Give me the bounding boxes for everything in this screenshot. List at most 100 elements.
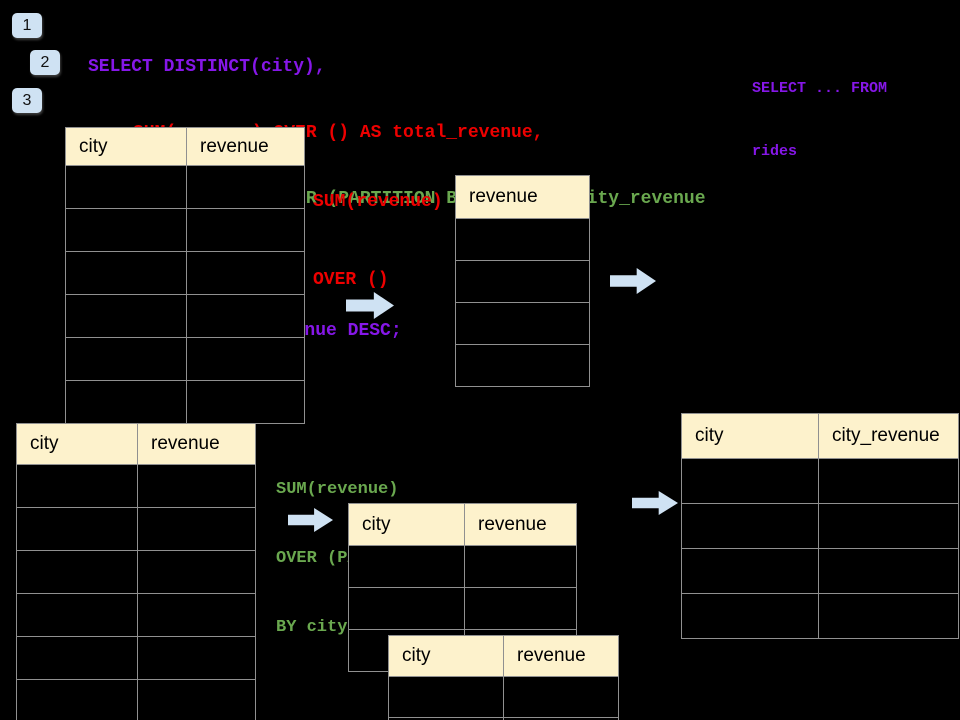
table-cell [818, 594, 958, 638]
sql-side-line-2: rides [752, 143, 798, 160]
table-cell [17, 551, 137, 593]
table-cell [66, 338, 186, 380]
table-cell [137, 594, 255, 636]
step-badge-3-label: 3 [22, 91, 32, 109]
table-rides-source-top: city revenue [65, 127, 305, 424]
column-header-revenue: revenue [464, 504, 576, 545]
table-cell [66, 209, 186, 251]
table-row [17, 679, 255, 720]
annotation-total-window: SUM(revenue) OVER () [313, 137, 443, 345]
step-badge-1: 1 [12, 13, 42, 38]
table-cell [682, 504, 818, 548]
column-header-city: city [682, 414, 818, 458]
table-cell [137, 465, 255, 507]
table-row [389, 676, 618, 717]
table-cell [186, 295, 304, 337]
table-row [66, 208, 304, 251]
table-cell [137, 551, 255, 593]
table-row [389, 717, 618, 720]
table-row [66, 165, 304, 208]
column-header-city-revenue: city_revenue [818, 414, 958, 458]
table-cell [66, 381, 186, 423]
table-header-row: city revenue [66, 128, 304, 165]
table-cell [682, 459, 818, 503]
table-cell [456, 261, 589, 302]
annotation-partition-line-3: BY city) [276, 618, 358, 637]
table-row [349, 545, 576, 587]
table-row [456, 218, 589, 260]
table-row [682, 503, 958, 548]
table-cell [186, 252, 304, 294]
table-cell [682, 594, 818, 638]
table-cell [17, 465, 137, 507]
table-total-revenue-result: revenue [455, 175, 590, 387]
table-cell [349, 546, 464, 587]
table-cell [456, 345, 589, 386]
sql-line-select: SELECT DISTINCT(city), [88, 57, 326, 77]
table-header-row: city revenue [349, 504, 576, 545]
table-row [66, 337, 304, 380]
table-cell [389, 677, 503, 717]
sql-side-note: SELECT ... FROM rides [752, 36, 887, 204]
table-header-row: revenue [456, 176, 589, 218]
table-cell [682, 549, 818, 593]
table-row [682, 458, 958, 503]
table-row [17, 464, 255, 507]
table-cell [186, 166, 304, 208]
table-row [66, 251, 304, 294]
table-row [456, 302, 589, 344]
table-row [682, 593, 958, 638]
column-header-city: city [66, 128, 186, 165]
table-row [456, 344, 589, 386]
table-row [456, 260, 589, 302]
table-cell [186, 338, 304, 380]
table-cell [66, 295, 186, 337]
table-row [17, 550, 255, 593]
table-cell [137, 680, 255, 720]
table-cell [66, 166, 186, 208]
table-cell [818, 504, 958, 548]
table-cell [456, 219, 589, 260]
table-city-revenue-result: city city_revenue [681, 413, 959, 639]
step-badge-1-label: 1 [22, 16, 32, 34]
column-header-revenue: revenue [456, 176, 589, 218]
table-cell [456, 303, 589, 344]
sql-side-line-1: SELECT ... FROM [752, 80, 888, 97]
table-cell [464, 588, 576, 629]
table-cell [818, 549, 958, 593]
table-row [17, 507, 255, 550]
table-header-row: city city_revenue [682, 414, 958, 458]
column-header-city: city [389, 636, 503, 676]
table-row [17, 636, 255, 679]
step-badge-2: 2 [30, 50, 60, 75]
column-header-revenue: revenue [137, 424, 255, 464]
table-row [349, 587, 576, 629]
table-cell [349, 588, 464, 629]
step-badge-2-label: 2 [40, 53, 50, 71]
column-header-revenue: revenue [186, 128, 304, 165]
table-rides-source-bottom: city revenue [16, 423, 256, 720]
table-cell [186, 209, 304, 251]
column-header-city: city [17, 424, 137, 464]
table-cell [17, 680, 137, 720]
table-header-row: city revenue [17, 424, 255, 464]
column-header-city: city [349, 504, 464, 545]
table-cell [66, 252, 186, 294]
table-cell [17, 594, 137, 636]
table-cell [17, 637, 137, 679]
table-cell [17, 508, 137, 550]
table-cell [137, 637, 255, 679]
table-cell [464, 546, 576, 587]
table-partition-result-back: city revenue [388, 635, 619, 720]
table-cell [503, 677, 618, 717]
table-row [17, 593, 255, 636]
table-cell [818, 459, 958, 503]
annotation-partition-line-1: SUM(revenue) [276, 480, 399, 499]
step-badge-3: 3 [12, 88, 42, 113]
table-cell [137, 508, 255, 550]
annotation-total-line-2: OVER () [313, 270, 389, 290]
table-row [66, 380, 304, 423]
column-header-revenue: revenue [503, 636, 618, 676]
table-row [66, 294, 304, 337]
